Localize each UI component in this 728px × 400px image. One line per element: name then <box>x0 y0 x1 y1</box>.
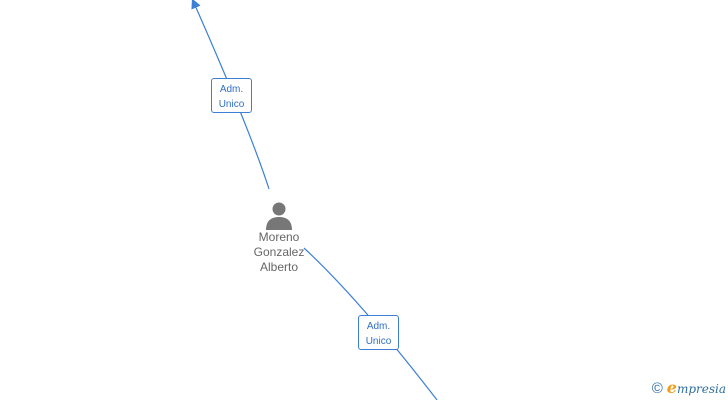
edge-label-line-1: Adm. <box>219 84 244 95</box>
brand-logo-rest: mpresia <box>676 382 726 396</box>
edge-bottom-line <box>303 247 438 400</box>
edge-label-adm-unico-top[interactable]: Adm. Unico <box>211 78 252 113</box>
edge-label-line-2: Unico <box>365 336 392 347</box>
edge-label-adm-unico-bottom[interactable]: Adm. Unico <box>358 315 399 350</box>
copyright-icon: © <box>651 380 663 397</box>
edge-label-line-2: Unico <box>218 99 245 110</box>
person-name-line-3: Alberto <box>259 260 299 274</box>
person-name: Moreno Gonzalez Alberto <box>240 230 318 275</box>
person-name-line-1: Moreno <box>258 230 300 244</box>
brand-logo: empresia <box>667 380 726 397</box>
edge-label-line-1: Adm. <box>366 321 391 332</box>
person-name-line-2: Gonzalez <box>253 245 305 259</box>
person-icon <box>266 202 292 230</box>
person-node[interactable]: Moreno Gonzalez Alberto <box>240 200 318 275</box>
brand-logo-initial: e <box>666 378 677 397</box>
brand-watermark: © empresia <box>652 380 726 397</box>
